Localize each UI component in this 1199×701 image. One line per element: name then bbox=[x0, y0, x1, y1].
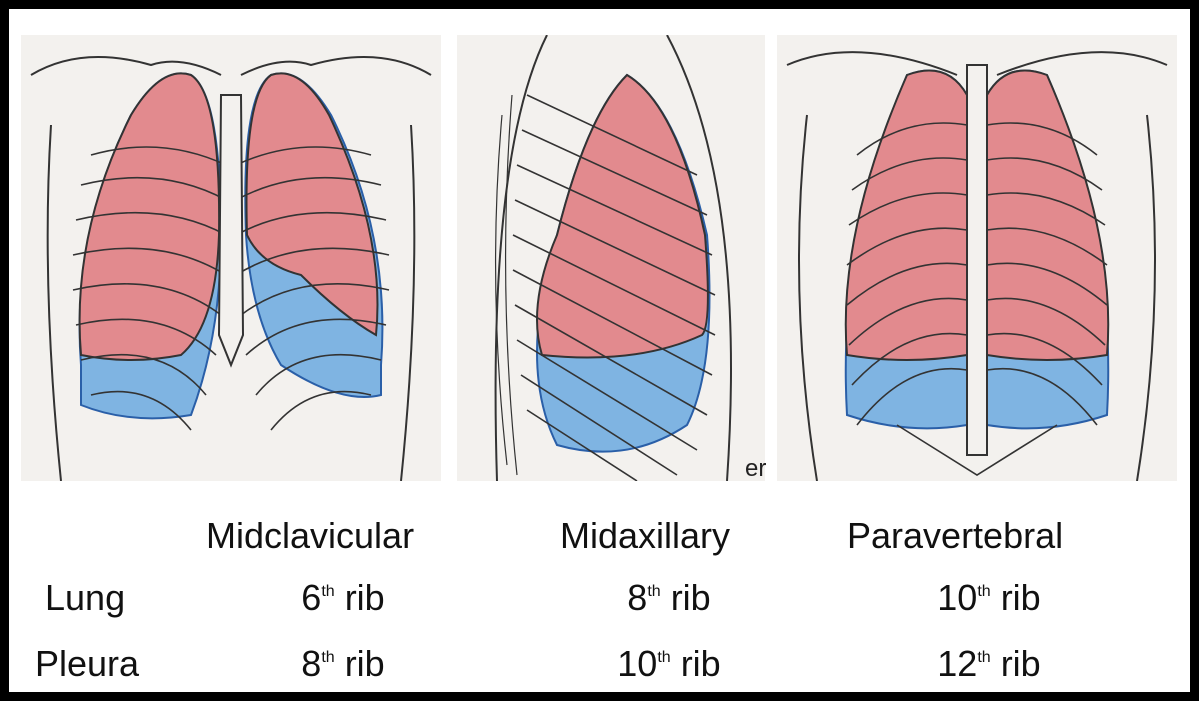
pleura-midaxillary-cell: 10th rib bbox=[499, 643, 839, 685]
anterior-view-illustration bbox=[21, 35, 441, 481]
column-header-paravertebral: Paravertebral bbox=[847, 515, 1063, 557]
cell-number: 12 bbox=[937, 643, 977, 684]
cell-ordinal-suffix: th bbox=[321, 649, 334, 666]
column-header-midaxillary: Midaxillary bbox=[560, 515, 730, 557]
cell-number: 10 bbox=[617, 643, 657, 684]
cell-number: 8 bbox=[627, 577, 647, 618]
cell-ordinal-suffix: th bbox=[977, 649, 990, 666]
cell-word: rib bbox=[1001, 577, 1041, 618]
lung-midaxillary-cell: 8th rib bbox=[499, 577, 839, 619]
pleura-paravertebral-cell: 12th rib bbox=[819, 643, 1159, 685]
cell-ordinal-suffix: th bbox=[321, 583, 334, 600]
cell-word: rib bbox=[671, 577, 711, 618]
cell-number: 10 bbox=[937, 577, 977, 618]
lateral-view-illustration bbox=[457, 35, 765, 481]
cell-word: rib bbox=[345, 643, 385, 684]
lung-paravertebral-cell: 10th rib bbox=[819, 577, 1159, 619]
cell-ordinal-suffix: th bbox=[657, 649, 670, 666]
cell-ordinal-suffix: th bbox=[647, 583, 660, 600]
row-label-pleura: Pleura bbox=[35, 643, 139, 685]
cropped-label-fragment: er bbox=[745, 455, 766, 483]
cell-word: rib bbox=[681, 643, 721, 684]
row-label-lung: Lung bbox=[45, 577, 125, 619]
lung-midclavicular-cell: 6th rib bbox=[173, 577, 513, 619]
cell-ordinal-suffix: th bbox=[977, 583, 990, 600]
cell-number: 8 bbox=[301, 643, 321, 684]
cell-word: rib bbox=[1001, 643, 1041, 684]
cell-number: 6 bbox=[301, 577, 321, 618]
column-header-midclavicular: Midclavicular bbox=[206, 515, 414, 557]
posterior-view-illustration bbox=[777, 35, 1177, 481]
pleura-midclavicular-cell: 8th rib bbox=[173, 643, 513, 685]
figure-frame: er bbox=[9, 9, 1190, 692]
cell-word: rib bbox=[345, 577, 385, 618]
